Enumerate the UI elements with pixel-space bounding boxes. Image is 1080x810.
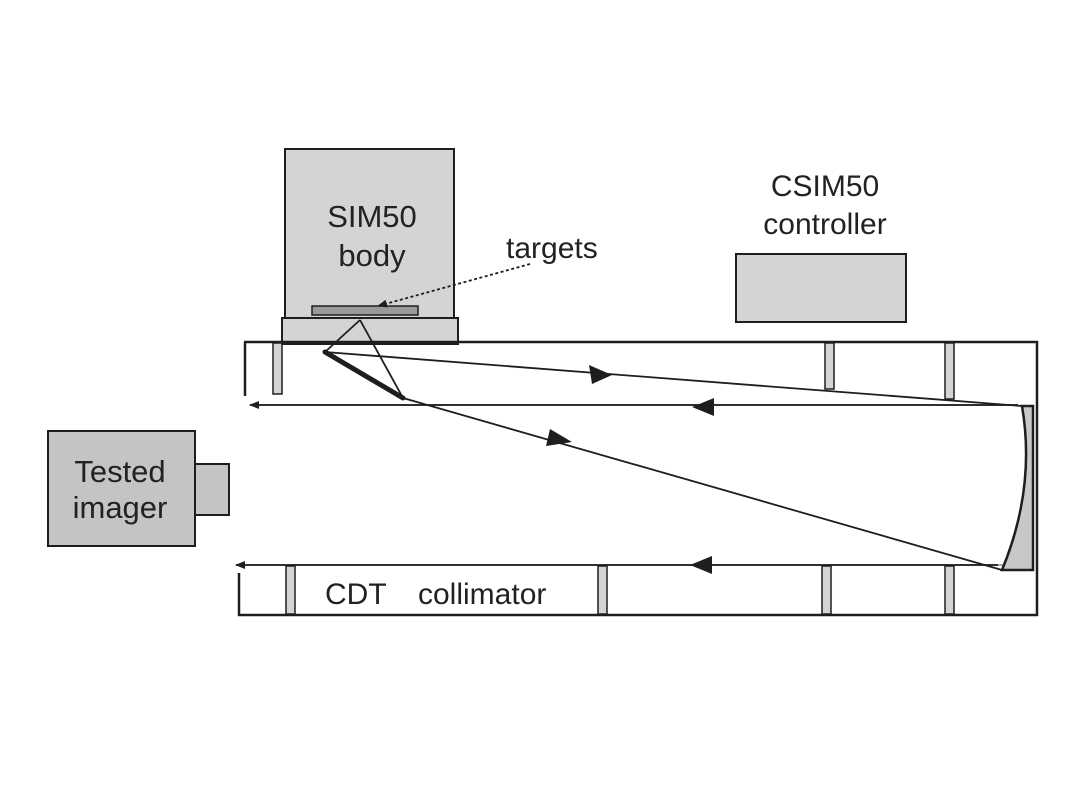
collimator-tube: [237, 340, 1039, 617]
strut: [944, 565, 955, 615]
fold-mirror-surface: [322, 349, 406, 401]
tested-imager-label-line1: Tested: [74, 454, 165, 489]
strut: [824, 342, 835, 390]
ray-lower-to-mirror: [402, 397, 1003, 571]
csim50-controller-label-line1: CSIM50: [771, 170, 879, 203]
fold-mirror: [322, 319, 406, 401]
targets-pointer: [377, 263, 531, 308]
strut: [944, 342, 955, 400]
tested-imager-label-line2: imager: [73, 490, 168, 525]
targets-label: targets: [506, 232, 598, 265]
arrow-upper-outgoing: [589, 365, 612, 384]
tested-imager-lens: [194, 463, 230, 516]
tested-imager-body: [47, 430, 196, 547]
sim50-body: SIM50 body: [284, 148, 455, 320]
beam-cone-left: [324, 319, 361, 353]
collimator-label: collimator: [418, 578, 546, 611]
strut: [272, 342, 283, 395]
optical-rays: [235, 351, 1023, 571]
lower-struts: [285, 565, 955, 615]
sim50-body-label-line1: SIM50: [327, 199, 417, 234]
sim50-mount-plate: [281, 317, 459, 345]
strut: [597, 565, 608, 615]
sim50-body-box: [284, 148, 455, 320]
sim50-body-label-line2: body: [338, 238, 406, 273]
upper-struts: [272, 342, 955, 400]
csim50-controller-box: [735, 253, 907, 323]
tested-imager: Tested imager: [47, 430, 230, 547]
cdt-label: CDT: [325, 578, 387, 611]
primary-mirror: [1000, 404, 1035, 572]
sim50-target-plate: [311, 305, 419, 316]
csim50-controller-label-line2: controller: [763, 208, 886, 241]
beam-cone-right: [359, 319, 404, 399]
arrow-upper-return: [692, 398, 714, 416]
arrow-lower-return: [690, 556, 712, 574]
strut: [285, 565, 296, 615]
strut: [821, 565, 832, 615]
ray-upper-to-mirror: [324, 351, 1023, 407]
ray-direction-arrows: [546, 365, 714, 574]
arrow-lower-outgoing: [546, 429, 572, 446]
csim50-controller: CSIM50 controller: [735, 170, 907, 323]
